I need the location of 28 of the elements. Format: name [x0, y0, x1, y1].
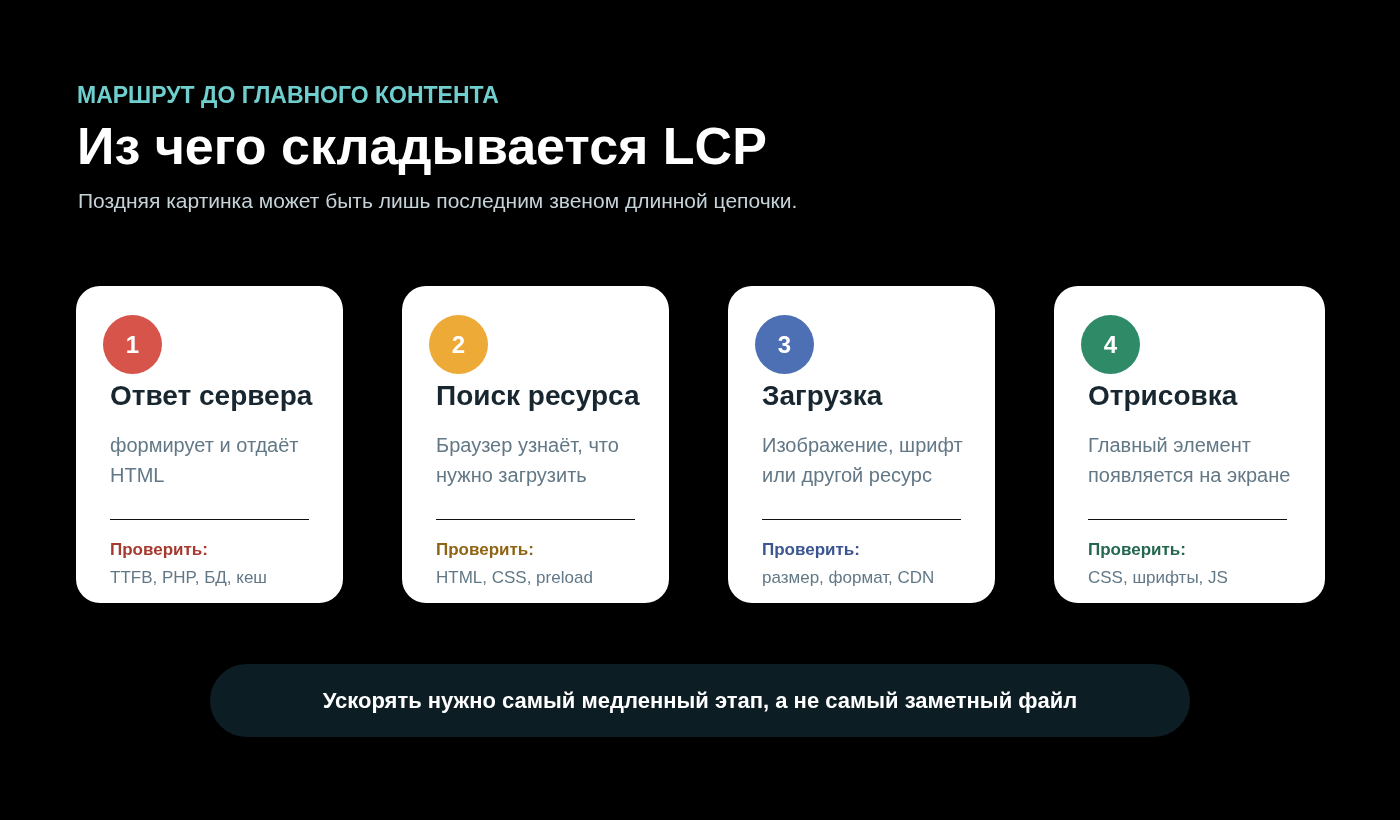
step-card [402, 286, 669, 603]
step-description: формирует и отдаёт HTML [110, 433, 300, 488]
step-card [728, 286, 995, 603]
check-list: HTML, CSS, preload [436, 568, 593, 588]
check-list: TTFB, PHP, БД, кеш [110, 568, 267, 588]
check-list: CSS, шрифты, JS [1088, 568, 1228, 588]
step-number: 4 [1081, 315, 1140, 374]
step-description: Изображение, шрифт или другой ресурс [762, 433, 964, 488]
step-heading: Поиск ресурса [436, 380, 640, 412]
kicker-text: МАРШРУТ ДО ГЛАВНОГО КОНТЕНТА [77, 82, 499, 109]
title: Из чего складывается LCP [77, 116, 767, 176]
step-number: 3 [755, 315, 814, 374]
check-list: размер, формат, CDN [762, 568, 935, 588]
subtitle: Поздняя картинка может быть лишь последним звеном длинной цепочки. [78, 189, 798, 213]
step-card [1054, 286, 1325, 603]
step-number: 2 [429, 315, 488, 374]
step-card [76, 286, 343, 603]
step-heading: Ответ сервера [110, 380, 313, 412]
step-heading: Загрузка [762, 380, 883, 412]
check-heading: Проверить: [762, 540, 860, 560]
conclusion-banner: Ускорять нужно самый медленный этап, а не самый заметный файл [210, 664, 1190, 737]
check-heading: Проверить: [110, 540, 208, 560]
step-description: Главный элемент появляется на экране [1088, 433, 1292, 488]
step-description: Браузер узнаёт, что нужно загрузить [436, 433, 620, 488]
check-heading: Проверить: [436, 540, 534, 560]
check-heading: Проверить: [1088, 540, 1186, 560]
step-number: 1 [103, 315, 162, 374]
step-heading: Отрисовка [1088, 380, 1238, 412]
